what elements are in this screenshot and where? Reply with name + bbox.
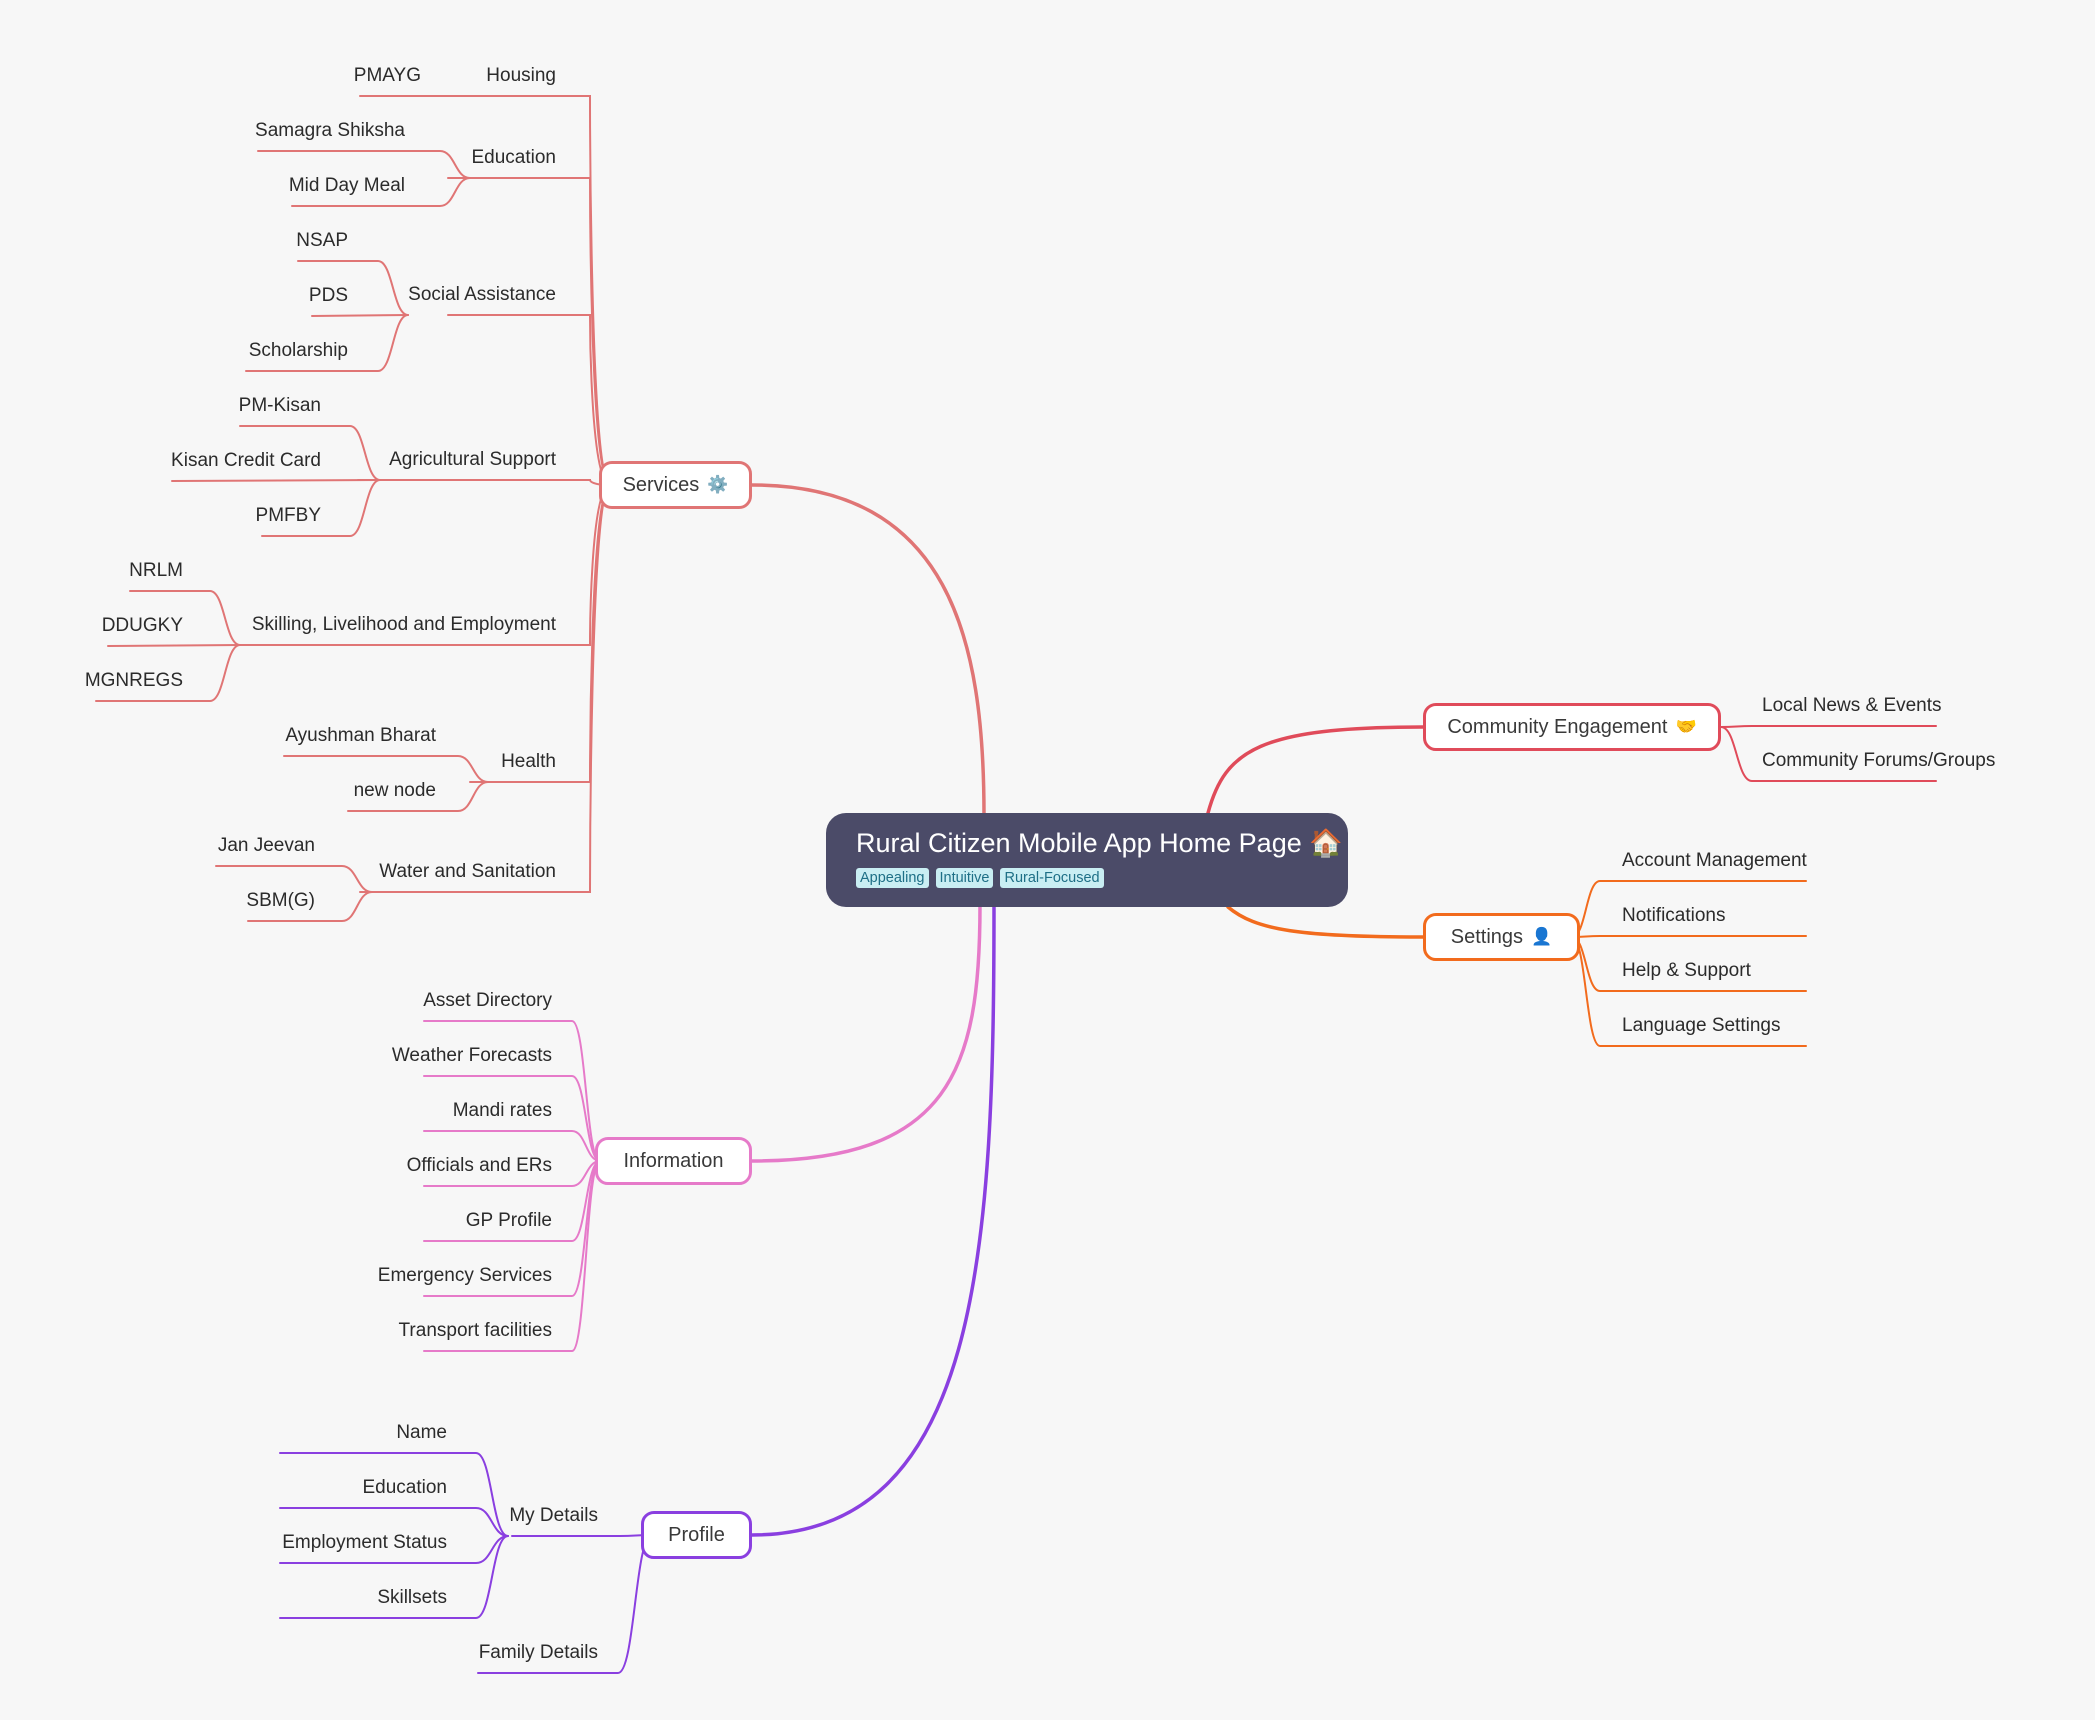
leaf-kisan-credit-card[interactable]: Kisan Credit Card (171, 450, 321, 471)
leaf-ayushman-bharat[interactable]: Ayushman Bharat (285, 725, 436, 746)
topic-social-assistance[interactable]: Social Assistance (408, 284, 556, 305)
link-services-leaf-3-2 (261, 479, 381, 537)
link-services-leaf-4-2 (95, 644, 241, 702)
link-central-community (1206, 725, 1425, 815)
leaf-sbm-g[interactable]: SBM(G) (246, 890, 315, 911)
gear-icon: ⚙️ (707, 475, 729, 494)
branch-community-engagement[interactable]: Community Engagement 🤝 (1423, 703, 1721, 751)
link-services-leaf-2-0 (297, 260, 409, 316)
central-topic-tags: Appealing Intuitive Rural-Focused (856, 868, 1348, 888)
leaf-new-node[interactable]: new node (353, 780, 436, 801)
link-services-leaf-4-0 (129, 590, 241, 646)
branch-services-label: Services (622, 473, 700, 496)
leaf-nsap[interactable]: NSAP (296, 230, 348, 251)
topic-education[interactable]: Education (471, 147, 556, 168)
user-icon: 👤 (1531, 927, 1553, 946)
link-mydetails-3 (279, 1535, 509, 1619)
leaf-pds[interactable]: PDS (308, 285, 348, 306)
topic-health[interactable]: Health (501, 751, 556, 772)
branch-settings-label: Settings (1450, 925, 1524, 948)
leaf-pmayg[interactable]: PMAYG (353, 65, 421, 86)
branch-settings[interactable]: Settings 👤 (1423, 913, 1580, 961)
branch-community-label: Community Engagement (1447, 715, 1668, 738)
community-forums-groups[interactable]: Community Forums/Groups (1762, 750, 1996, 771)
branch-information[interactable]: Information (595, 1137, 752, 1185)
leaf-samagra-shiksha[interactable]: Samagra Shiksha (255, 120, 405, 141)
link-services-leaf-4-1 (107, 644, 241, 647)
link-services-leaf-2-1 (311, 314, 409, 317)
profile-education[interactable]: Education (362, 1477, 447, 1498)
link-mydetails-2 (279, 1535, 509, 1564)
topic-agricultural-support[interactable]: Agricultural Support (389, 449, 556, 470)
link-services-leaf-1-0 (257, 150, 471, 179)
central-topic-title: Rural Citizen Mobile App Home Page 🏠 (856, 826, 1348, 860)
link-central-services (750, 483, 986, 817)
branch-profile[interactable]: Profile (641, 1511, 752, 1559)
link-mydetails-0 (279, 1452, 509, 1537)
info-transport-facilities[interactable]: Transport facilities (398, 1320, 552, 1341)
profile-skillsets[interactable]: Skillsets (377, 1587, 447, 1608)
tag-appealing[interactable]: Appealing (856, 868, 929, 888)
link-services-topic-3 (357, 479, 611, 486)
topic-skilling-livelihood-employment[interactable]: Skilling, Livelihood and Employment (251, 614, 556, 635)
info-asset-directory[interactable]: Asset Directory (423, 990, 552, 1011)
handshake-icon: 🤝 (1675, 717, 1697, 736)
info-emergency-services[interactable]: Emergency Services (377, 1265, 552, 1286)
leaf-ddugky[interactable]: DDUGKY (101, 615, 183, 636)
tag-rural-focused[interactable]: Rural-Focused (1000, 868, 1104, 888)
leaf-nrlm[interactable]: NRLM (129, 560, 183, 581)
link-services-leaf-3-1 (171, 479, 381, 482)
link-central-information (750, 903, 982, 1163)
settings-help-support[interactable]: Help & Support (1622, 960, 1751, 981)
link-community-1 (1720, 726, 1937, 782)
link-central-profile (750, 903, 996, 1537)
link-services-topic-1 (447, 177, 611, 486)
leaf-pm-kisan[interactable]: PM-Kisan (238, 395, 321, 416)
branch-profile-label: Profile (668, 1523, 725, 1546)
link-services-leaf-6-1 (247, 891, 373, 922)
tag-intuitive[interactable]: Intuitive (935, 868, 994, 888)
link-profile-mydetails (511, 1534, 653, 1537)
info-mandi-rates[interactable]: Mandi rates (452, 1100, 552, 1121)
profile-employment-status[interactable]: Employment Status (282, 1532, 447, 1553)
community-local-news-events[interactable]: Local News & Events (1762, 695, 1942, 716)
house-icon: 🏠 (1309, 828, 1343, 858)
topic-water-sanitation[interactable]: Water and Sanitation (379, 861, 556, 882)
link-services-leaf-6-0 (215, 865, 373, 893)
link-mydetails-1 (279, 1507, 509, 1537)
link-services-leaf-3-0 (239, 425, 381, 481)
info-weather-forecasts[interactable]: Weather Forecasts (391, 1045, 552, 1066)
link-services-topic-6 (359, 484, 611, 893)
link-info-0 (423, 1020, 601, 1162)
settings-notifications[interactable]: Notifications (1622, 905, 1726, 926)
profile-name[interactable]: Name (396, 1422, 447, 1443)
leaf-pmfby[interactable]: PMFBY (255, 505, 321, 526)
leaf-mid-day-meal[interactable]: Mid Day Meal (288, 175, 405, 196)
link-settings-1 (1571, 935, 1807, 938)
link-central-settings (1226, 905, 1425, 939)
central-topic[interactable]: Rural Citizen Mobile App Home Page 🏠 App… (826, 813, 1348, 907)
link-services-leaf-1-1 (291, 177, 471, 207)
link-community-0 (1720, 725, 1937, 728)
leaf-jan-jeevan[interactable]: Jan Jeevan (217, 835, 315, 856)
settings-language-settings[interactable]: Language Settings (1622, 1015, 1781, 1036)
profile-family-details[interactable]: Family Details (478, 1642, 598, 1663)
info-gp-profile[interactable]: GP Profile (465, 1210, 552, 1231)
link-services-leaf-5-0 (283, 755, 489, 783)
settings-account-management[interactable]: Account Management (1622, 850, 1807, 871)
link-services-leaf-5-1 (347, 781, 489, 812)
branch-services[interactable]: Services ⚙️ (599, 461, 752, 509)
leaf-scholarship[interactable]: Scholarship (248, 340, 348, 361)
branch-information-label: Information (623, 1149, 724, 1172)
link-services-leaf-2-2 (245, 314, 409, 372)
leaf-mgnregs[interactable]: MGNREGS (84, 670, 183, 691)
info-officials-ers[interactable]: Officials and ERs (406, 1155, 552, 1176)
topic-housing[interactable]: Housing (486, 65, 556, 86)
profile-my-details[interactable]: My Details (509, 1505, 598, 1526)
central-topic-title-text: Rural Citizen Mobile App Home Page (856, 828, 1302, 858)
